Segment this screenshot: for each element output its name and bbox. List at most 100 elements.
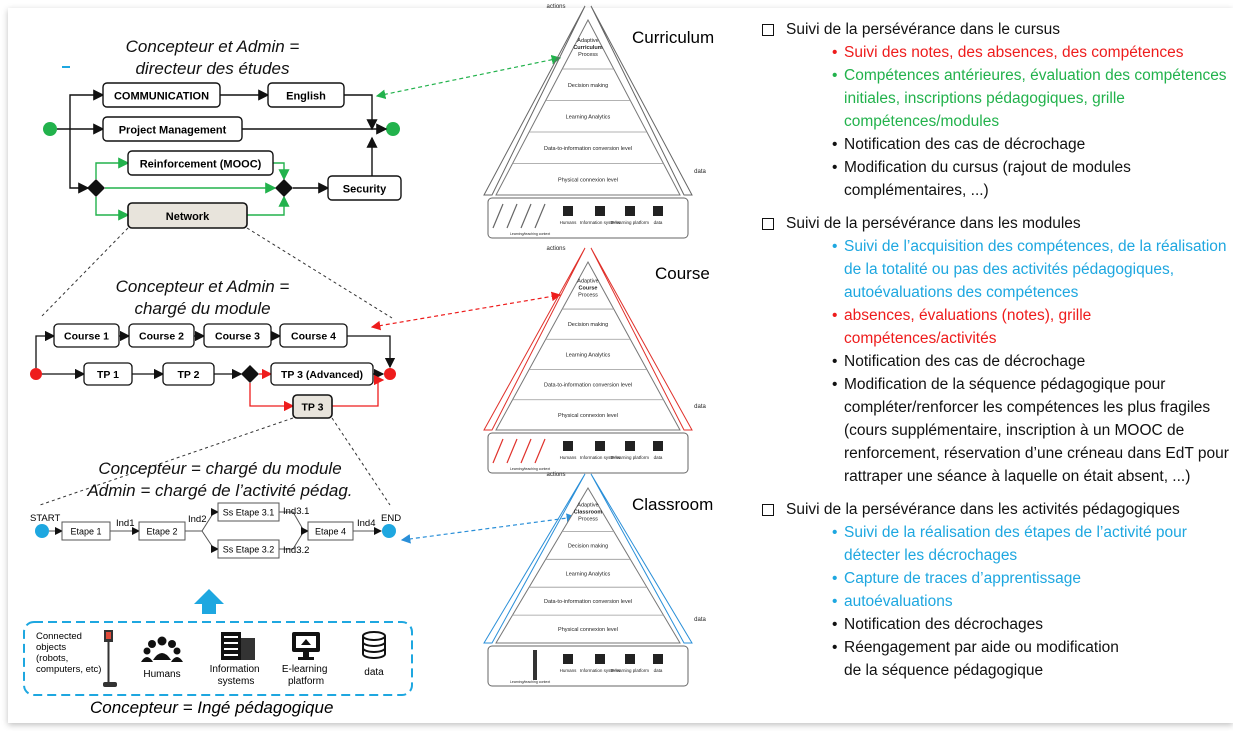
robot-icon [533, 650, 537, 680]
bullet-icon: • [832, 376, 838, 393]
level-label: Adaptive [577, 279, 598, 285]
context-icon-label: Information systems [580, 220, 621, 225]
curriculum-start-node [43, 122, 57, 136]
node-course-3-label: Course 3 [215, 331, 260, 343]
monitor-icon [625, 441, 635, 451]
bullet-item: •Suivi des notes, des absences, des comp… [786, 41, 1230, 64]
up-arrow-icon [194, 589, 224, 614]
title-classroom: Classroom [632, 495, 714, 514]
data-label: data [694, 169, 706, 175]
level-label: Adaptive [577, 38, 598, 44]
building-icon [595, 441, 605, 451]
node-etape-4 [307, 521, 354, 541]
section-title: Suivi de la persévérance dans le cursus [786, 21, 1060, 38]
pyramid-outline [495, 260, 681, 431]
data-label: data [694, 404, 706, 410]
node-reinforcement-label: Reinforcement (MOOC) [140, 159, 262, 171]
section-3: Suivi de la persévérance dans les activi… [760, 498, 1230, 682]
bullet-item: •Modification du cursus (rajout de modul… [786, 156, 1230, 202]
node-reinforcement [127, 150, 274, 176]
arrow-up-left [483, 5, 586, 196]
title-curriculum: Curriculum [632, 28, 715, 47]
curriculum-workflow: COMMUNICATION English Project Management… [43, 66, 402, 229]
indicator-3-1: Ind3.1 [283, 506, 309, 517]
source-connected-label: Connected objects (robots, computers, et… [36, 631, 101, 675]
bullet-item: •Modification de la séquence pédagogique… [786, 373, 1230, 488]
bullet-item: •autoévaluations [786, 590, 1230, 613]
level-label: Physical connexion level [558, 177, 618, 183]
title-course: Course [655, 264, 710, 283]
mini-chart-line [492, 438, 504, 464]
node-ss-etape-3-2 [217, 539, 280, 559]
node-network-label: Network [166, 211, 210, 223]
context-icon-label: Information systems [580, 668, 621, 673]
bullet-icon: • [832, 524, 838, 541]
database-icon [362, 631, 386, 659]
context-box [487, 645, 689, 687]
data-sources: Connected objects (robots, computers, et… [36, 630, 386, 687]
level-label: Decision making [568, 322, 608, 328]
bullet-icon: • [832, 136, 838, 153]
monitor-icon [292, 632, 320, 660]
node-security [327, 175, 402, 201]
bullet-item: •Suivi de l’acquisition des compétences,… [786, 235, 1230, 304]
context-box [487, 432, 689, 474]
database-icon [653, 206, 663, 216]
arrow-down-right [590, 247, 693, 431]
node-ss-etape-3-1 [217, 502, 280, 522]
end-label: END [381, 513, 401, 524]
actions-label: actions [546, 472, 565, 478]
mini-chart-line [492, 203, 504, 229]
node-english-label: English [286, 91, 326, 103]
node-tp-2 [162, 362, 215, 386]
section-title: Suivi de la persévérance dans les module… [786, 215, 1081, 232]
bullet-item: •Notification des cas de décrochage [786, 133, 1230, 156]
level-label: Physical connexion level [558, 413, 618, 419]
database-icon [653, 441, 663, 451]
level-label: Data-to-information conversion level [544, 599, 632, 605]
level-label: Curriculum [573, 45, 602, 51]
monitor-icon [625, 206, 635, 216]
bullet-icon: • [832, 353, 838, 370]
node-tp-1-label: TP 1 [97, 369, 119, 381]
curriculum-end-node [386, 122, 400, 136]
pyramid-outline [495, 18, 681, 196]
arrow-up-left [483, 473, 586, 644]
node-communication [102, 82, 221, 108]
caption-bottom: Concepteur = Ingé pédagogique [90, 698, 334, 717]
node-security-label: Security [343, 184, 387, 196]
bullet-item: •Capture de traces d’apprentissage [786, 567, 1230, 590]
context-icon-label: data [654, 668, 663, 673]
activity-start-node [35, 524, 49, 538]
bullet-item: •Notification des cas de décrochage [786, 350, 1230, 373]
database-icon [653, 654, 663, 664]
source-elearning-label: E-learning platform [282, 664, 330, 687]
level-label: Learning Analytics [566, 571, 611, 577]
indicator-2: Ind2 [188, 514, 207, 525]
context-icon-label: E-learning platform [611, 455, 649, 460]
context-icon-label: Information systems [580, 455, 621, 460]
mini-chart-line [520, 438, 532, 464]
pyramid-outline [495, 487, 681, 644]
node-tp-3-advanced [270, 362, 374, 386]
checkbox-icon [762, 24, 774, 36]
node-etape-1 [61, 521, 111, 541]
caption-activity-line-2: Admin = chargé de l’activité pédag. [87, 481, 353, 500]
node-project-management-label: Project Management [119, 125, 227, 137]
bullet-icon: • [832, 44, 838, 61]
arrow-up-left [483, 247, 586, 431]
start-label: START [30, 513, 60, 524]
node-etape-2 [138, 521, 186, 541]
zoom-line [246, 227, 393, 319]
building-icon [595, 654, 605, 664]
node-course-4 [279, 323, 348, 348]
level-label: Decision making [568, 543, 608, 549]
zoom-line [39, 417, 294, 506]
module-start-node [30, 368, 42, 380]
node-english [267, 82, 345, 108]
caption-module: Concepteur et Admin =chargé du module [115, 277, 290, 318]
